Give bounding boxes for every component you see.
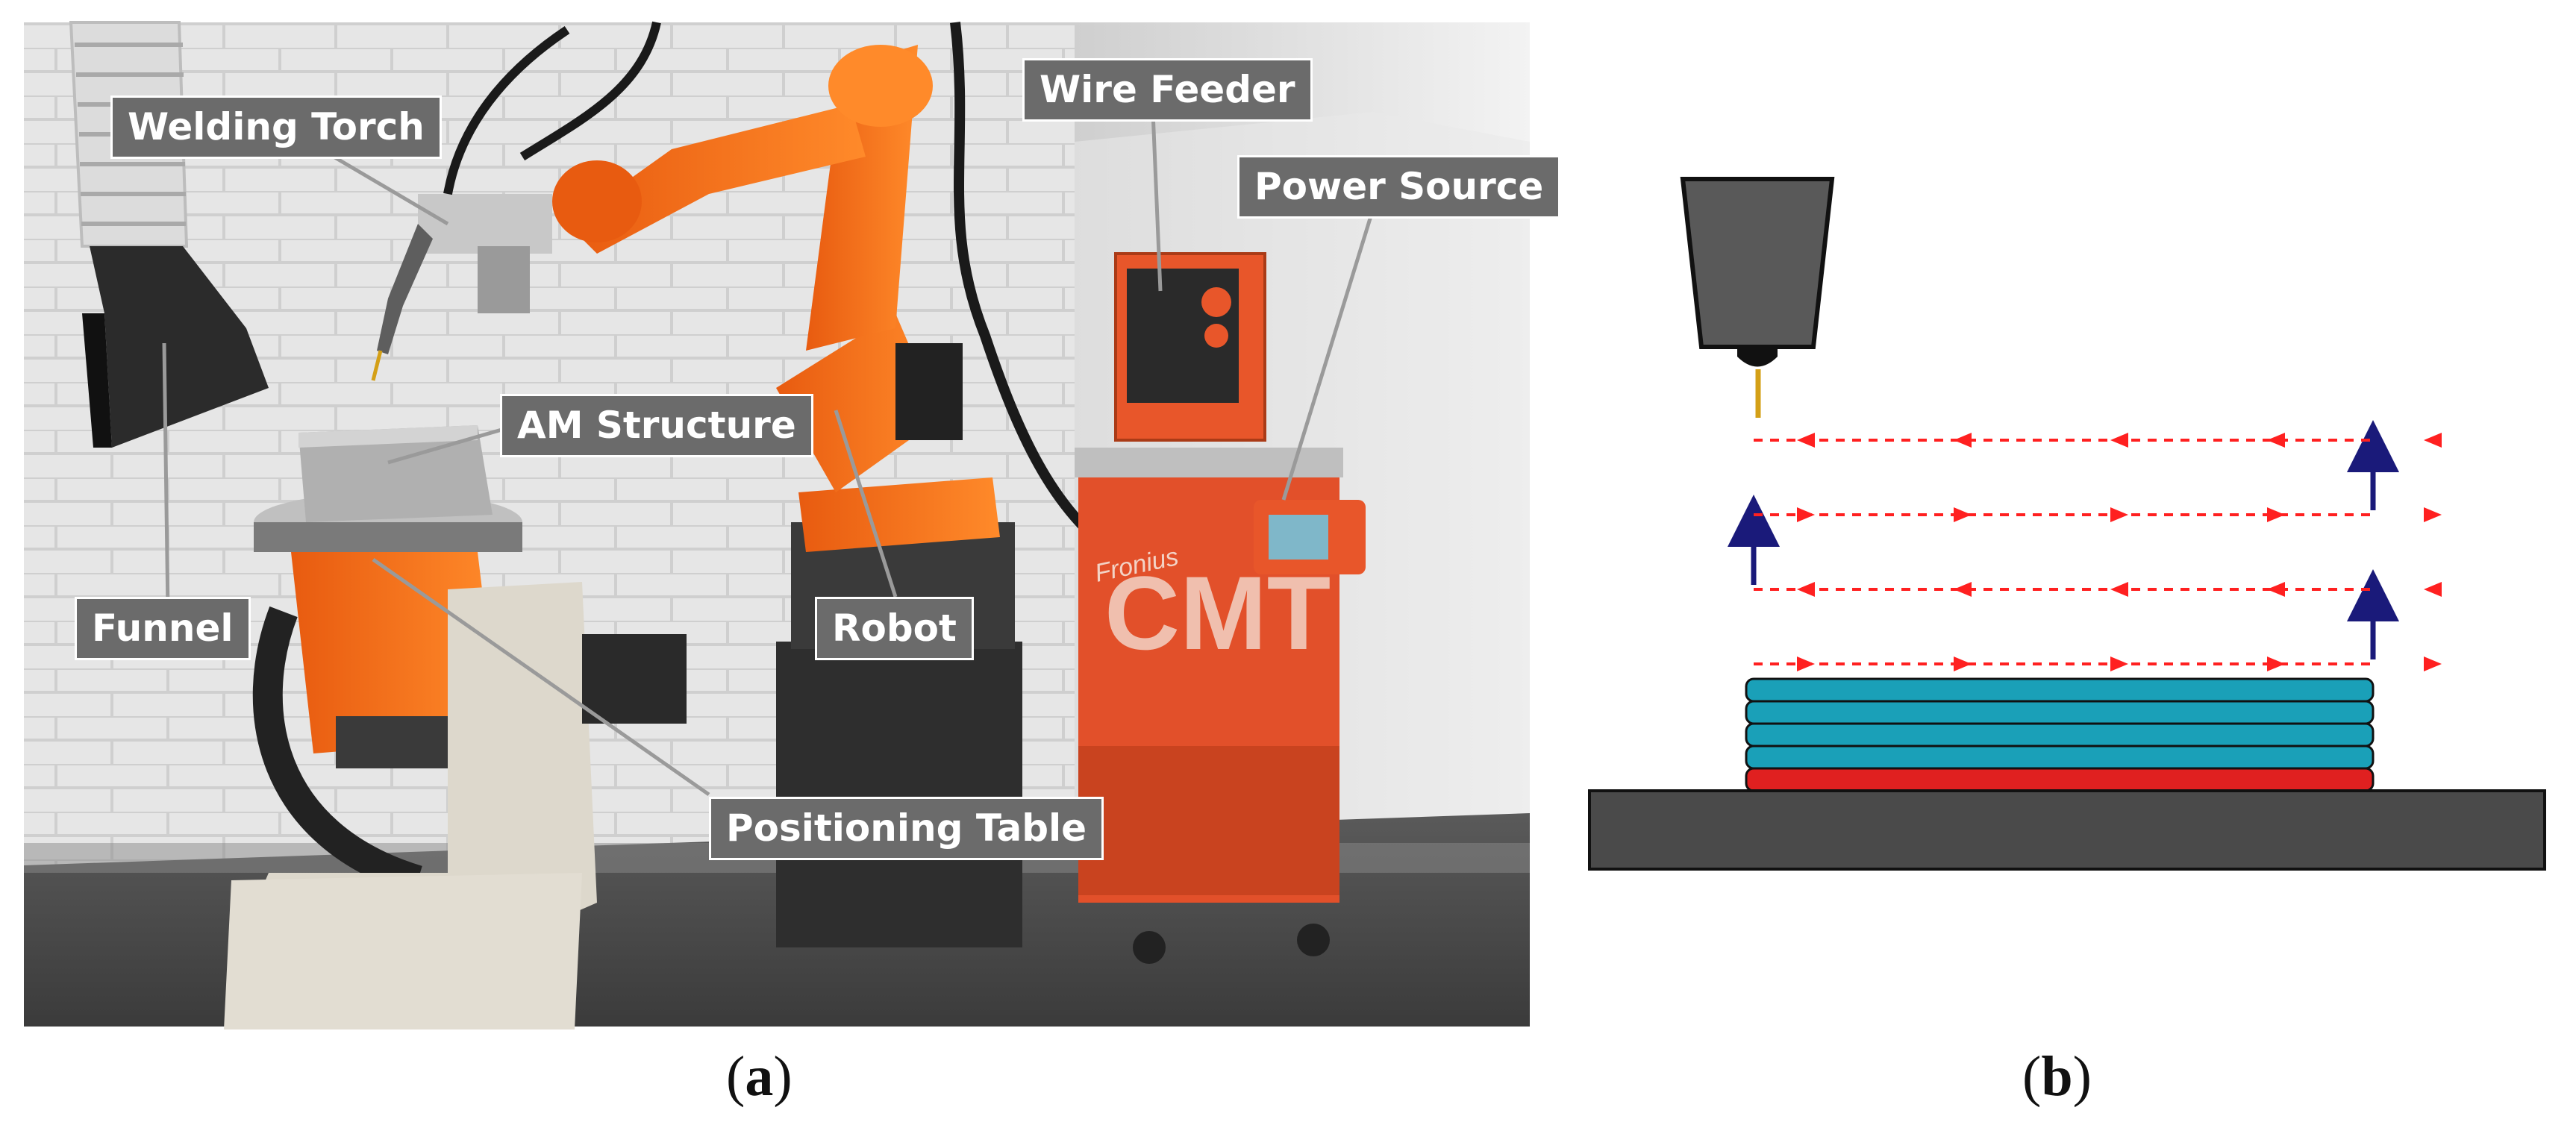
- pass-direction-arrow: [1797, 433, 1815, 448]
- pass-direction-arrow: [1954, 433, 1972, 448]
- pass-direction-arrow: [1954, 656, 1972, 671]
- pass-direction-arrow: [2424, 582, 2442, 597]
- pass-direction-arrow: [2424, 433, 2442, 448]
- welding-machine: CMT Fronius: [1075, 252, 1366, 964]
- torch-nozzle: [1680, 177, 1835, 349]
- caption-letter-b: b: [2041, 1045, 2073, 1108]
- substrate-plate: [1588, 789, 2546, 871]
- deposition-path: [1728, 420, 2442, 671]
- deposited-layers: [1745, 677, 2375, 792]
- pass-direction-arrow: [1797, 656, 1815, 671]
- pass-direction-arrow: [2110, 507, 2128, 522]
- panel-a-caption: (a): [726, 1044, 793, 1109]
- callout-funnel: Funnel: [75, 597, 251, 660]
- callout-robot: Robot: [815, 597, 974, 660]
- panel-b-schematic: [1588, 177, 2546, 871]
- pass-direction-arrow: [1954, 582, 1972, 597]
- am-structure: [298, 425, 493, 522]
- caption-paren-open: (: [726, 1045, 745, 1108]
- pass-direction-arrow: [2110, 656, 2128, 671]
- pass-direction-arrow: [1797, 582, 1815, 597]
- welding-torch: [371, 26, 570, 381]
- deposited-layer: [1745, 700, 2375, 725]
- positioning-table: [224, 492, 687, 1029]
- callout-power-source: Power Source: [1237, 155, 1561, 219]
- deposited-layer: [1745, 677, 2375, 703]
- deposited-layer: [1745, 722, 2375, 748]
- callout-welding-torch: Welding Torch: [110, 95, 442, 159]
- deposited-layer: [1745, 745, 2375, 770]
- robot: [519, 21, 1137, 947]
- pass-direction-arrow: [2424, 507, 2442, 522]
- callout-wire-feeder: Wire Feeder: [1022, 58, 1313, 122]
- pass-direction-arrow: [1954, 507, 1972, 522]
- caption-paren-close: ): [773, 1045, 793, 1108]
- pass-direction-arrow: [2267, 582, 2285, 597]
- pass-direction-arrow: [2267, 433, 2285, 448]
- callout-am-structure: AM Structure: [500, 394, 813, 457]
- pass-direction-arrow: [2267, 656, 2285, 671]
- pass-direction-arrow: [1797, 507, 1815, 522]
- first-layer: [1745, 767, 2375, 792]
- pass-direction-arrow: [2424, 656, 2442, 671]
- panel-b-caption: (b): [2022, 1044, 2092, 1109]
- torch-tip: [1737, 347, 1778, 367]
- caption-letter-a: a: [745, 1045, 774, 1108]
- pass-direction-arrow: [2110, 582, 2128, 597]
- callout-positioning-table: Positioning Table: [709, 797, 1104, 860]
- caption-paren-close: ): [2072, 1045, 2092, 1108]
- pass-direction-arrow: [2110, 433, 2128, 448]
- caption-paren-open: (: [2022, 1045, 2042, 1108]
- pass-direction-arrow: [2267, 507, 2285, 522]
